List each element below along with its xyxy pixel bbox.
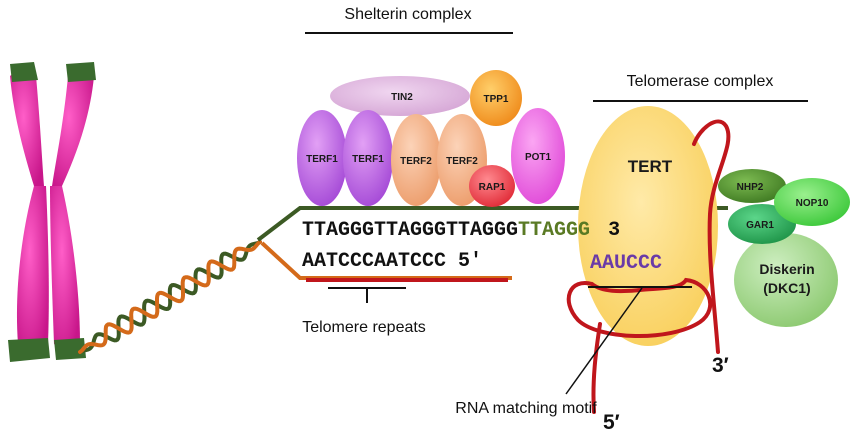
tert-label: TERT: [628, 157, 673, 176]
diskerin-sublabel: (DKC1): [763, 280, 810, 296]
chromosome-arm-upper-right: [52, 71, 94, 186]
bottom-strand-end-label: 5′: [458, 250, 482, 273]
chromosome-arm-lower-left: [16, 186, 49, 349]
dna-helix-orange-strand: [78, 240, 262, 354]
top-strand-green-sequence: TTAGGG: [518, 219, 590, 242]
chromosome-arm-upper-left: [10, 71, 44, 186]
rna-matching-motif-pointer: [565, 287, 643, 395]
rap1-label: RAP1: [479, 182, 506, 193]
tin2-label: TIN2: [391, 92, 413, 103]
top-strand-end-label: 3: [608, 219, 620, 242]
chromosome-telomere-tip-bottom-left: [8, 338, 50, 362]
bottom-strand-sequence: AATCCCAATCCC 5′: [302, 250, 482, 273]
terf1-label-left: TERF1: [306, 154, 338, 165]
top-strand-sequence: TTAGGGTTAGGGTTAGGGTTAGGG 3: [302, 219, 620, 242]
nhp2-protein: [718, 169, 786, 203]
gar1-protein: [728, 204, 796, 244]
pot1-label: POT1: [525, 152, 552, 163]
bottom-strand-nucleotides: AATCCCAATCCC: [302, 250, 446, 273]
tpp1-label: TPP1: [483, 94, 508, 105]
shelterin-complex-label: Shelterin complex: [344, 6, 471, 23]
terf2-protein-left: [391, 114, 441, 206]
terf2-label-right: TERF2: [446, 156, 478, 167]
chromosome-telomere-tip-bottom-right: [54, 338, 86, 360]
telomere-repeats-label: Telomere repeats: [302, 319, 426, 336]
gar1-label: GAR1: [746, 220, 774, 231]
nop10-label: NOP10: [796, 198, 829, 209]
rap1-protein: [469, 165, 515, 207]
terf2-label-left: TERF2: [400, 156, 432, 167]
chromosome-telomere-tip-top-left: [10, 62, 38, 82]
rna-three-prime-label: 3′: [712, 354, 729, 377]
telomerase-rna-strand-3prime: [692, 119, 731, 354]
nhp2-label: NHP2: [737, 182, 764, 193]
tert-protein: [578, 106, 718, 346]
rna-matching-motif-label: RNA matching motif: [455, 400, 597, 417]
rna-five-prime-label: 5′: [603, 411, 620, 434]
telomerase-complex-label: Telomerase complex: [627, 73, 774, 90]
top-strand-black-sequence: TTAGGGTTAGGGTTAGGG: [302, 219, 518, 242]
nop10-protein: [774, 178, 850, 226]
diskerin-protein: [734, 233, 838, 327]
rna-template-sequence: AAUCCC: [590, 252, 662, 275]
pot1-protein: [511, 108, 565, 204]
chromosome-arm-lower-right: [50, 186, 80, 349]
tpp1-protein: [470, 70, 522, 126]
tin2-protein: [330, 76, 470, 116]
diskerin-label: Diskerin: [759, 261, 814, 277]
terf1-protein-right: [343, 110, 393, 206]
terf1-label-right: TERF1: [352, 154, 384, 165]
terf1-protein-left: [297, 110, 347, 206]
chromosome-telomere-tip-top-right: [66, 62, 96, 82]
chromosome: [8, 62, 96, 362]
